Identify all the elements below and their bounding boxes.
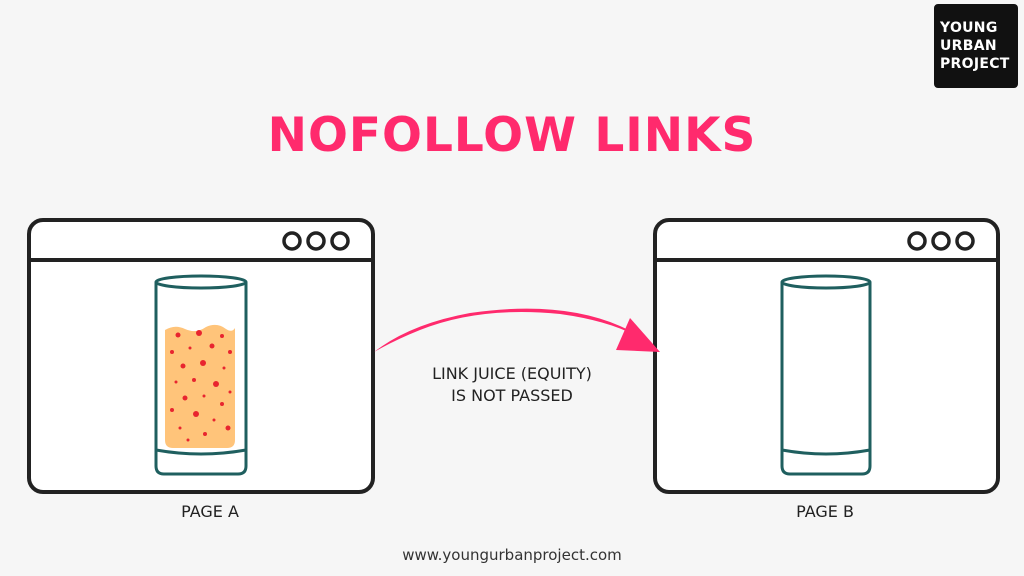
- juice-bubble: [213, 381, 219, 387]
- juice-bubble: [175, 332, 181, 338]
- juice-bubble: [180, 363, 186, 369]
- page-b-label: PAGE B: [796, 502, 854, 521]
- footer-url: www.youngurbanproject.com: [402, 546, 622, 564]
- juice-bubble: [228, 350, 232, 354]
- juice-bubble: [178, 426, 182, 430]
- juice-bubble: [209, 343, 215, 349]
- juice-bubble: [196, 330, 202, 336]
- juice-bubble: [200, 360, 206, 366]
- juice-bubble: [228, 390, 232, 394]
- juice-bubble: [170, 350, 174, 354]
- page-b-window-controls-icon: [907, 231, 975, 251]
- juice-bubble: [192, 378, 196, 382]
- juice-bubble: [203, 432, 207, 436]
- page-a-window: [27, 218, 375, 494]
- juice-bubble: [193, 411, 199, 417]
- juice-bubbles: [170, 330, 232, 442]
- juice-bubble: [212, 418, 216, 422]
- logo-line-3: PROJECT: [940, 56, 1010, 72]
- link-arrow-icon: [374, 308, 660, 352]
- juice-bubble: [170, 408, 174, 412]
- page-a-label: PAGE A: [181, 502, 239, 521]
- link-juice-caption: LINK JUICE (EQUITY) IS NOT PASSED: [402, 363, 622, 407]
- juice-bubble: [182, 395, 188, 401]
- juice-bubble: [222, 366, 226, 370]
- logo-line-1: YOUNG: [940, 20, 998, 36]
- brand-logo: YOUNG URBAN PROJECT: [934, 4, 1018, 88]
- link-juice-line-1: LINK JUICE (EQUITY): [432, 364, 592, 383]
- juice-bubble: [186, 438, 190, 442]
- juice-bubble: [220, 334, 224, 338]
- logo-line-2: URBAN: [940, 38, 997, 54]
- page-b-window: [653, 218, 1000, 494]
- juice-bubble: [220, 402, 224, 406]
- juice-bubble: [188, 346, 192, 350]
- juice-bubble: [202, 394, 206, 398]
- empty-glass-icon: [780, 274, 872, 476]
- juice-bubble: [225, 425, 231, 431]
- juice-bubble: [174, 380, 178, 384]
- page-title: NOFOLLOW LINKS: [267, 108, 757, 163]
- page-a-window-controls-icon: [282, 231, 350, 251]
- full-glass-icon: [154, 274, 248, 476]
- link-juice-line-2: IS NOT PASSED: [451, 386, 573, 405]
